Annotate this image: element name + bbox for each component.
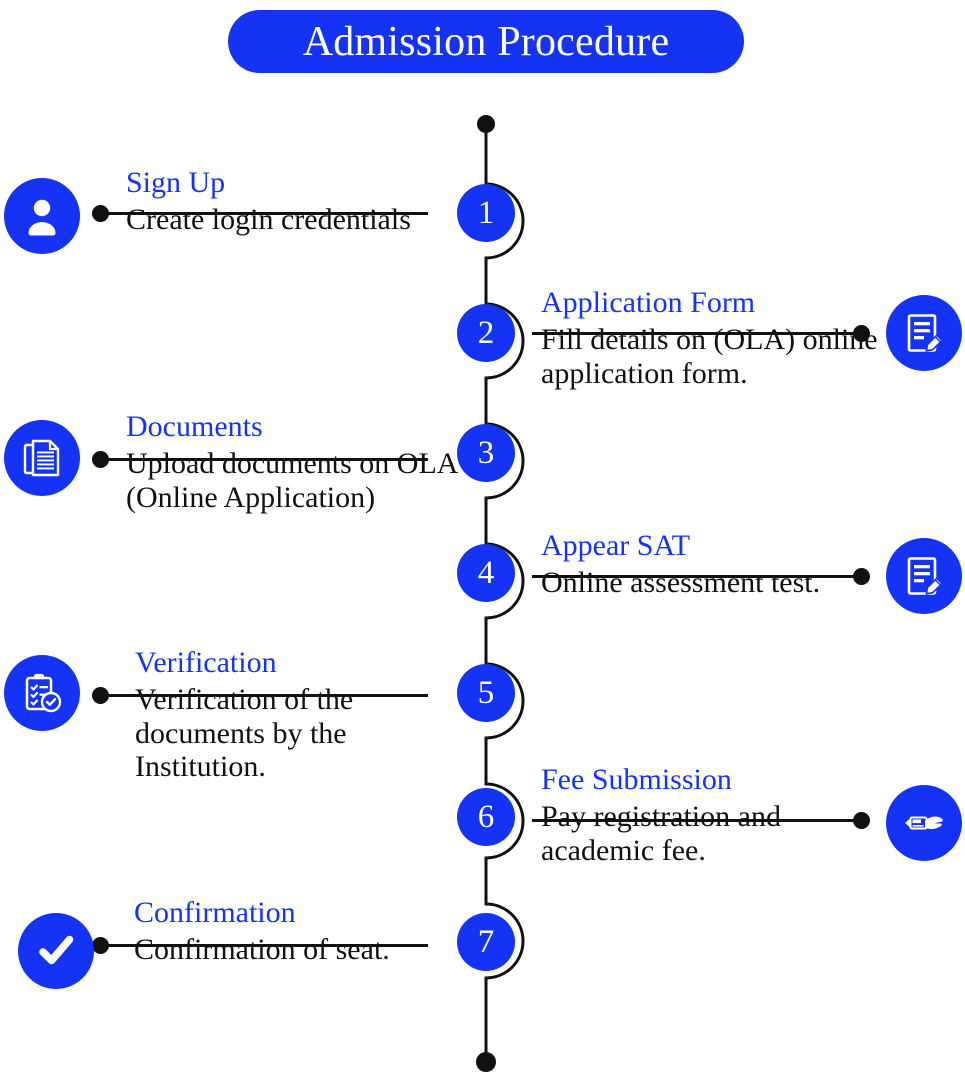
step-number-badge-4[interactable]: 4: [457, 544, 515, 602]
page-title-text: Admission Procedure: [302, 18, 670, 65]
hand-pay-card-icon: [886, 785, 962, 861]
step-7-heading: Confirmation: [134, 896, 296, 929]
step-5-text: Verification Verification of the documen…: [132, 648, 462, 784]
step-2-body: Fill details on (OLA) online application…: [541, 323, 878, 390]
step-6-heading: Fee Submission: [541, 763, 732, 796]
step-number-badge-2[interactable]: 2: [457, 304, 515, 362]
step-6-body: Pay registration and academic fee.: [541, 800, 781, 867]
connector-line-2: [532, 325, 870, 342]
step-number-7: 7: [477, 923, 495, 960]
connector-dot-1: [92, 205, 109, 222]
step-number-3: 3: [477, 434, 495, 471]
step-3-body: Upload documents on OLA (Online Applicat…: [126, 447, 457, 514]
user-icon: [4, 178, 80, 254]
step-number-badge-6[interactable]: 6: [457, 788, 515, 846]
connector-dot-7: [92, 937, 109, 954]
step-number-badge-1[interactable]: 1: [457, 184, 515, 242]
step-number-badge-7[interactable]: 7: [457, 913, 515, 971]
connector-dot-5: [92, 687, 109, 704]
connector-dot-6: [853, 812, 870, 829]
step-7-body: Confirmation of seat.: [134, 933, 390, 966]
step-number-4: 4: [477, 554, 495, 591]
clipboard-check-icon: [4, 655, 80, 731]
document-pencil-icon: [886, 538, 962, 614]
step-number-2: 2: [477, 314, 495, 351]
step-2-heading: Application Form: [541, 286, 756, 319]
step-5-heading: Verification: [135, 646, 277, 679]
step-1-heading: Sign Up: [126, 166, 226, 199]
connector-line-4: [532, 568, 870, 585]
step-2-text: Application Form Fill details on (OLA) o…: [538, 288, 890, 390]
step-4-heading: Appear SAT: [541, 529, 691, 562]
step-5-body: Verification of the documents by the Ins…: [135, 683, 354, 784]
step-6-text: Fee Submission Pay registration and acad…: [538, 765, 890, 867]
step-number-5: 5: [477, 674, 495, 711]
connector-line-6: [532, 812, 870, 829]
step-7-text: Confirmation Confirmation of seat.: [131, 898, 461, 967]
connector-dot-3: [92, 451, 109, 468]
connector-line-1: [92, 205, 428, 222]
step-4-text: Appear SAT Online assessment test.: [538, 531, 890, 600]
step-number-6: 6: [477, 798, 495, 835]
page-title: Admission Procedure: [228, 10, 744, 73]
step-4-body: Online assessment test.: [541, 566, 821, 599]
connector-dot-4: [853, 568, 870, 585]
step-1-text: Sign Up Create login credentials: [123, 168, 443, 237]
step-3-text: Documents Upload documents on OLA (Onlin…: [123, 412, 458, 514]
stacked-documents-icon: [4, 420, 80, 496]
step-number-1: 1: [477, 194, 495, 231]
step-1-body: Create login credentials: [126, 203, 411, 236]
step-number-badge-3[interactable]: 3: [457, 424, 515, 482]
document-pencil-icon: [886, 295, 962, 371]
connector-line-7: [92, 937, 428, 954]
spine-bottom-dot: [476, 1052, 496, 1072]
step-number-badge-5[interactable]: 5: [457, 664, 515, 722]
step-3-heading: Documents: [126, 410, 263, 443]
connector-line-3: [92, 451, 428, 468]
connector-line-5: [92, 687, 428, 704]
connector-dot-2: [853, 325, 870, 342]
check-circle-icon: [18, 913, 94, 989]
